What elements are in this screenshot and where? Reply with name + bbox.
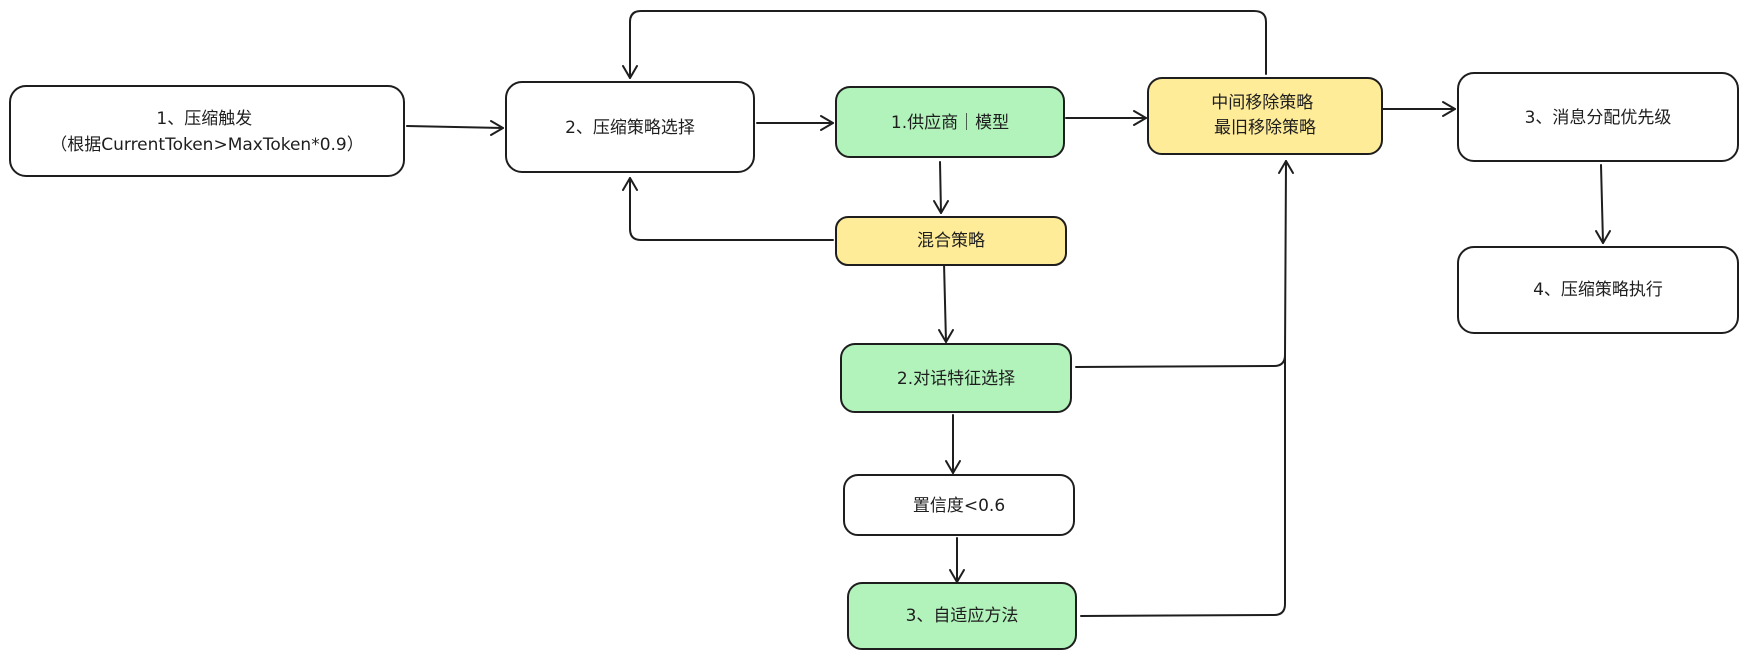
node-confidence-box <box>843 474 1075 536</box>
node-trigger-label: 1、压缩触发 （根据CurrentToken>MaxToken*0.9） <box>50 109 364 155</box>
arrowhead-strategy-select-bottom <box>622 177 638 191</box>
node-adaptive-method[interactable]: 3、自适应方法 <box>847 582 1077 650</box>
node-strategy-select-label: 2、压缩策略选择 <box>565 118 695 138</box>
node-dialog-feature-box <box>840 343 1072 413</box>
arrowhead-hybrid-top <box>933 200 949 214</box>
node-message-priority-box <box>1457 72 1739 162</box>
node-hybrid-strategy-box <box>835 216 1067 266</box>
node-provider-model-label: 1.供应商｜模型 <box>891 113 1009 133</box>
node-strategy-execute-label: 4、压缩策略执行 <box>1533 280 1663 300</box>
edge-adaptive-to-removal <box>1080 354 1286 617</box>
edge-removal-loop-to-strategy-select <box>629 10 1267 79</box>
node-strategy-execute[interactable]: 4、压缩策略执行 <box>1457 246 1739 334</box>
arrowhead-removal-left <box>1133 110 1147 126</box>
node-adaptive-method-box <box>847 582 1077 650</box>
arrowhead-removal-bottom <box>1278 160 1294 174</box>
node-strategy-select[interactable]: 2、压缩策略选择 <box>505 81 755 173</box>
edge-priority-to-execute <box>1600 164 1604 244</box>
node-removal-strategies-label: 中间移除策略 最旧移除策略 <box>1211 93 1318 138</box>
node-provider-model-box <box>835 86 1065 158</box>
node-hybrid-strategy[interactable]: 混合策略 <box>835 216 1067 266</box>
edge-hybrid-to-dialog <box>943 262 947 343</box>
arrowhead-dialog-top <box>938 329 954 343</box>
node-confidence-label: 置信度<0.6 <box>913 496 1005 516</box>
edges <box>406 10 1611 617</box>
node-message-priority-label: 3、消息分配优先级 <box>1525 108 1672 128</box>
node-trigger[interactable]: 1、压缩触发 （根据CurrentToken>MaxToken*0.9） <box>9 85 405 177</box>
node-hybrid-strategy-label: 混合策略 <box>917 231 985 251</box>
arrowhead-strategy-select-left <box>490 120 504 136</box>
node-adaptive-method-label: 3、自适应方法 <box>906 606 1019 626</box>
node-dialog-feature-label: 2.对话特征选择 <box>897 369 1015 389</box>
arrowhead-confidence-top <box>945 460 961 474</box>
node-removal-strategies[interactable]: 中间移除策略 最旧移除策略 <box>1147 77 1383 155</box>
node-removal-strategies-box <box>1147 77 1383 155</box>
edge-trigger-to-strategy-select <box>406 125 504 129</box>
node-confidence[interactable]: 置信度<0.6 <box>843 474 1075 536</box>
arrowhead-execute-top <box>1595 230 1611 244</box>
arrowhead-priority-left <box>1442 101 1456 117</box>
node-strategy-select-box <box>505 81 755 173</box>
node-message-priority[interactable]: 3、消息分配优先级 <box>1457 72 1739 162</box>
edge-provider-to-hybrid <box>939 161 942 214</box>
arrowhead-strategy-select-top <box>622 65 638 79</box>
node-provider-model[interactable]: 1.供应商｜模型 <box>835 86 1065 158</box>
node-dialog-feature[interactable]: 2.对话特征选择 <box>840 343 1072 413</box>
node-trigger-box <box>9 85 405 177</box>
edge-hybrid-loop-to-strategy-select <box>629 177 834 241</box>
arrowhead-provider-left <box>820 115 834 131</box>
node-strategy-execute-box <box>1457 246 1739 334</box>
edge-dialog-to-removal <box>1075 160 1287 368</box>
